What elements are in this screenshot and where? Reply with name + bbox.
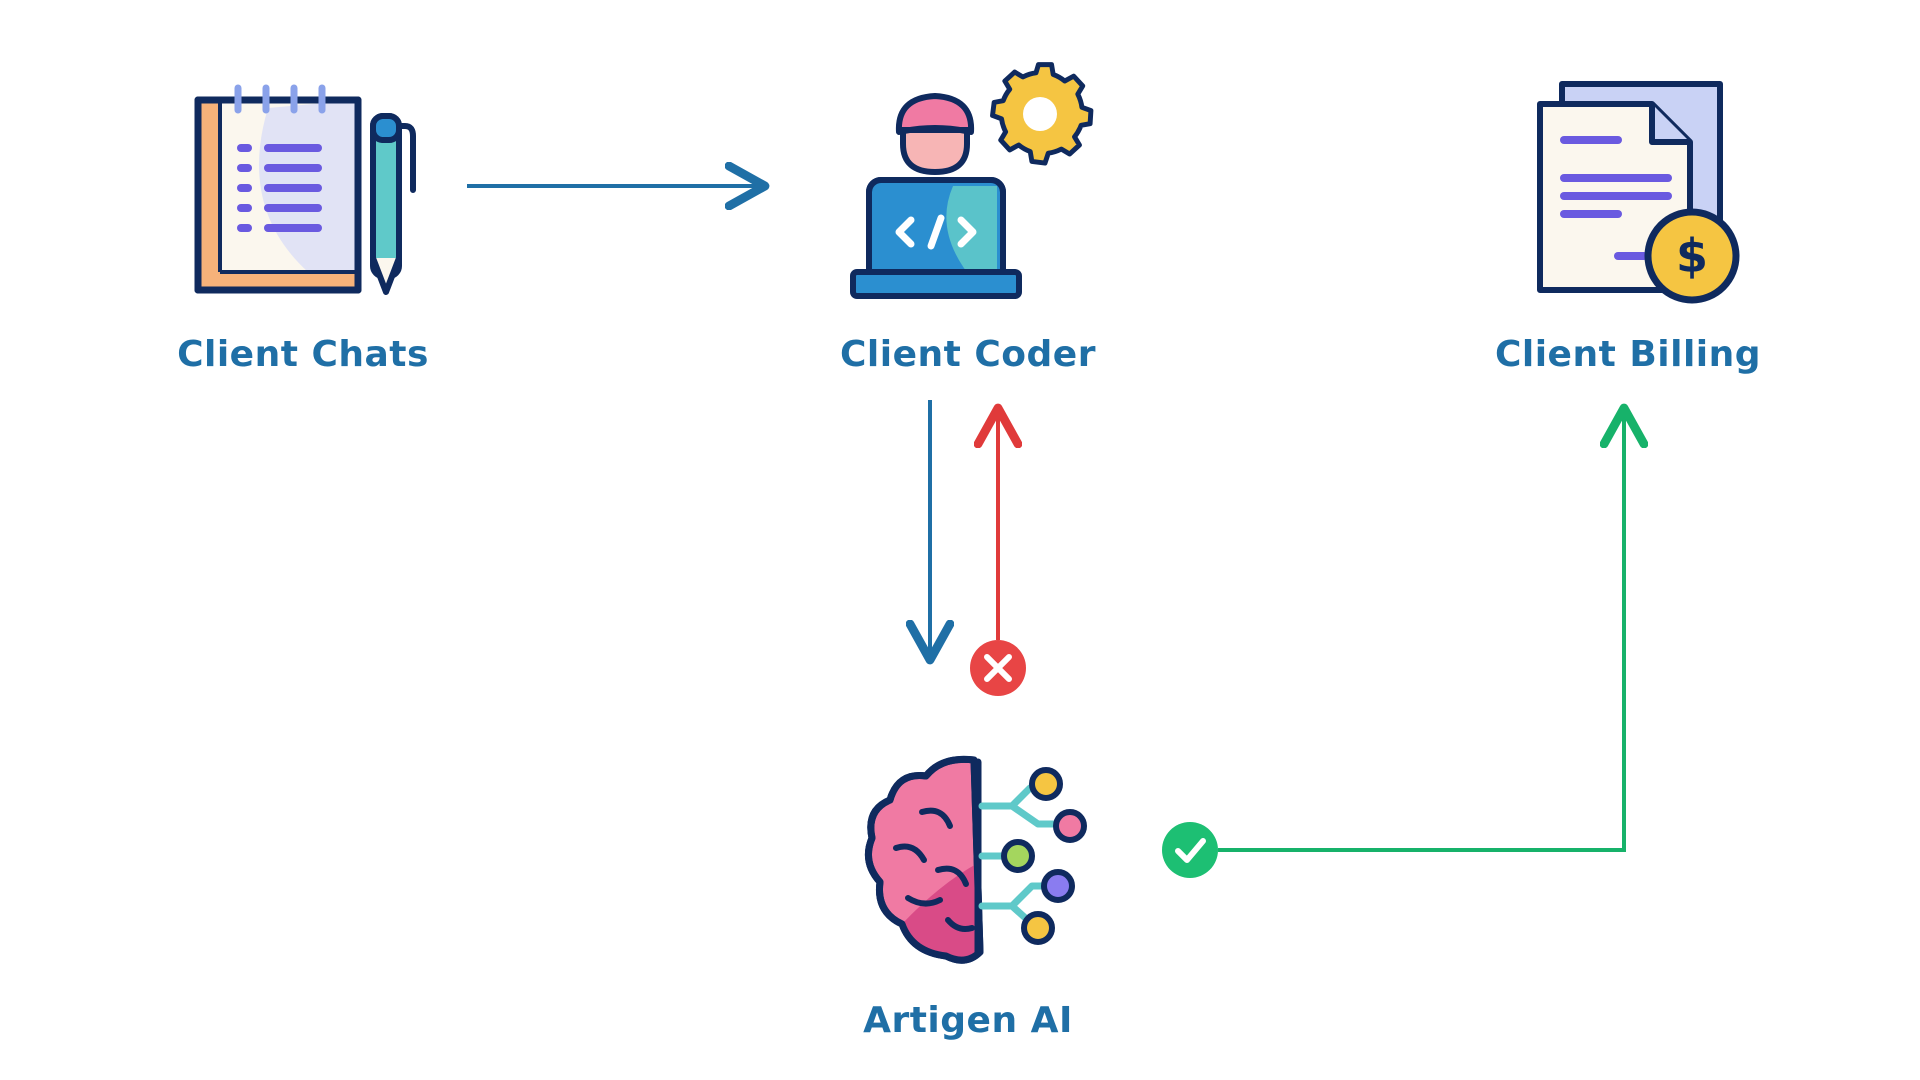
coder-laptop-gear-icon [850,62,1094,299]
invoice-dollar-icon: $ [1537,81,1740,304]
client-coder-label: Client Coder [840,334,1096,375]
artigen-ai-label: Artigen AI [863,1000,1073,1041]
svg-text:$: $ [1676,229,1708,283]
x-circle-icon [970,640,1026,696]
notepad-pencil-icon [194,84,416,295]
client-chats-label: Client Chats [177,334,429,375]
edge-ai-to-billing-approved [1218,408,1624,852]
brain-circuit-icon [864,755,1087,964]
check-circle-icon [1162,822,1218,878]
client-billing-label: Client Billing [1495,334,1761,375]
